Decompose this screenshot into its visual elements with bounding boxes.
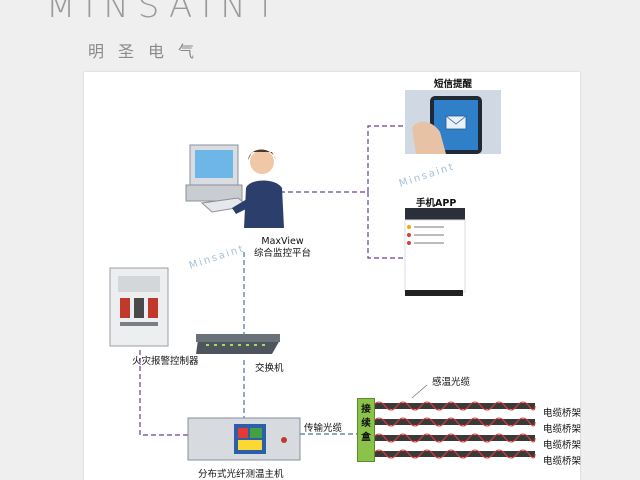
tray-label-3: 电缆桥架 xyxy=(543,440,582,451)
operator-workstation-image xyxy=(185,144,284,228)
link-platform-app xyxy=(367,192,405,259)
link-platform-sms xyxy=(280,125,405,193)
host-unit-image xyxy=(187,417,301,461)
tray-label-4: 电缆桥架 xyxy=(543,456,582,467)
link-fire-host xyxy=(139,350,188,436)
fire-alarm-label: 火灾报警控制器 xyxy=(132,356,199,367)
sms-label: 短信提醒 xyxy=(434,79,473,90)
junction-label: 接续盒 xyxy=(361,404,371,443)
cable-label: 传输光缆 xyxy=(304,423,343,434)
junction-box: 接续盒 xyxy=(357,398,375,462)
sensor-cable-label: 感温光缆 xyxy=(432,377,471,388)
host-label: 分布式光纤测温主机 xyxy=(198,469,284,480)
brand-logo: MINSAINT xyxy=(46,0,285,26)
brand-name: 明圣电气 xyxy=(88,42,209,61)
tray-label-2: 电缆桥架 xyxy=(543,424,582,435)
switch-label: 交换机 xyxy=(255,363,284,374)
app-label: 手机APP xyxy=(416,198,457,209)
network-switch-image xyxy=(196,334,280,354)
app-screen-image xyxy=(404,208,466,296)
fire-alarm-controller-image xyxy=(109,267,169,347)
cable-trays xyxy=(372,401,536,459)
tray-label-1: 电缆桥架 xyxy=(543,408,582,419)
platform-label: MaxView 综合监控平台 xyxy=(254,236,312,259)
sms-phone-image xyxy=(405,90,501,154)
